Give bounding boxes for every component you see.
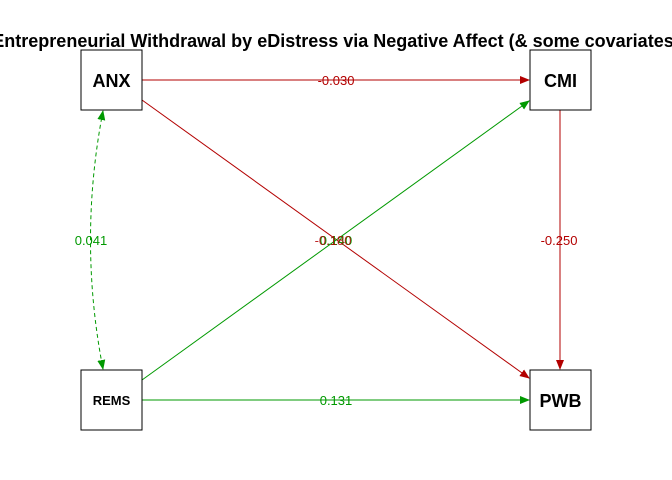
edge-label-rems-pwb: 0.131 [320,393,353,408]
node-rems: REMS [80,369,143,431]
node-label-pwb: PWB [540,391,582,411]
edge-anx-pwb [141,99,530,379]
edge-rems-cmi [141,100,530,381]
node-label-cmi: CMI [544,71,577,91]
node-label-rems: REMS [93,393,131,408]
edge-label-cmi-pwb: -0.250 [541,233,578,248]
node-anx: ANX [80,49,143,111]
edge-label-anx-cmi: -0.030 [318,73,355,88]
node-pwb: PWB [529,369,592,431]
diagram-title: Entrepreneurial Withdrawal by eDistress … [0,31,672,51]
edge-label-anx-rems: 0.041 [75,233,108,248]
edge-anx-rems-covariance [90,110,106,370]
edge-label-anx-pwb: -0.180 [315,233,352,248]
node-cmi: CMI [529,49,592,111]
edge-label-rems-cmi: 0.140 [320,233,353,248]
node-label-anx: ANX [92,71,130,91]
